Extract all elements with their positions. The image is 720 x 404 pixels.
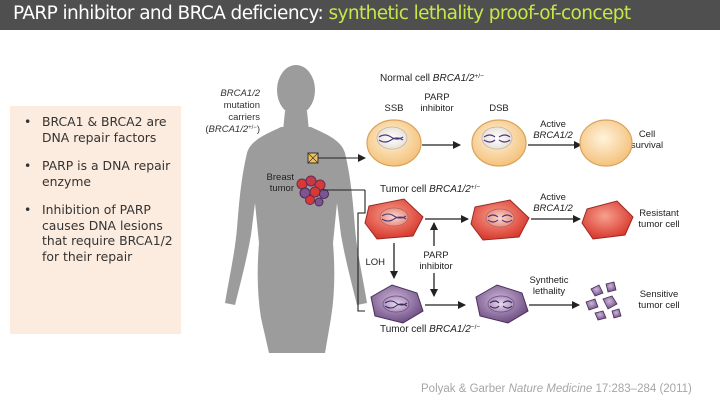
bullet-panel: • BRCA1 & BRCA2 are DNA repair factors • P… xyxy=(10,106,181,334)
dsb-label: DSB xyxy=(489,103,509,114)
cell-survival-label: Cell survival xyxy=(631,129,663,151)
svg-text:PARP: PARP xyxy=(424,92,449,103)
citation-ref: 17:283–284 (2011) xyxy=(592,383,692,395)
normal-cell-2 xyxy=(471,119,527,167)
bullet-dot: • xyxy=(24,114,32,129)
sensitive-cell-2 xyxy=(475,284,529,324)
bullet-list: • BRCA1 & BRCA2 are DNA repair factors • P… xyxy=(10,114,181,277)
sensitive-cell-1 xyxy=(370,284,424,324)
active-label-normal: Active BRCA1/2 xyxy=(533,119,573,141)
svg-text:inhibitor: inhibitor xyxy=(420,103,453,114)
tumor-cell-2 xyxy=(470,199,530,241)
slide-title: PARP inhibitor and BRCA deficiency: synt… xyxy=(13,3,631,24)
bullet-item: • PARP is a DNA repair enzyme xyxy=(10,158,181,189)
svg-text:tumor: tumor xyxy=(270,183,294,194)
ssb-label: SSB xyxy=(384,103,403,114)
bullet-item: • Inhibition of PARP causes DNA lesions t… xyxy=(10,202,181,264)
citation-journal: Nature Medicine xyxy=(508,383,593,395)
normal-row-title: Normal cell BRCA1/2+/− xyxy=(380,73,484,84)
breast-tumor-label: Breast tumor xyxy=(267,172,295,194)
connector-lines xyxy=(318,154,366,312)
breast-tumor-cluster xyxy=(296,175,329,207)
loh-label: LOH xyxy=(365,257,385,268)
svg-text:PARP: PARP xyxy=(423,250,448,261)
svg-text:BRCA1/2: BRCA1/2 xyxy=(220,88,260,99)
svg-text:tumor cell: tumor cell xyxy=(638,300,679,311)
svg-text:tumor cell: tumor cell xyxy=(638,219,679,230)
resistant-tumor-cell xyxy=(581,200,634,240)
svg-text:BRCA1/2: BRCA1/2 xyxy=(533,130,573,141)
citation-authors: Polyak & Garber xyxy=(421,383,509,395)
resistant-tumor-label: Resistant tumor cell xyxy=(638,208,679,230)
parp-label-normal: PARP inhibitor xyxy=(420,92,453,114)
svg-text:Synthetic: Synthetic xyxy=(529,275,568,286)
citation: Polyak & Garber Nature Medicine 17:283–2… xyxy=(421,383,692,395)
svg-text:survival: survival xyxy=(631,140,663,151)
svg-text:carriers: carriers xyxy=(228,112,260,123)
title-bar: PARP inhibitor and BRCA deficiency: synt… xyxy=(0,0,720,30)
svg-text:Active: Active xyxy=(540,119,566,130)
synthetic-lethality-label: Synthetic lethality xyxy=(529,275,568,297)
parp-label-middle: PARP inhibitor xyxy=(419,250,452,272)
svg-text:(BRCA1/2+/−): (BRCA1/2+/−) xyxy=(205,124,260,135)
svg-text:Resistant: Resistant xyxy=(639,208,679,219)
active-label-tumor: Active BRCA1/2 xyxy=(533,192,573,214)
bullet-text: Inhibition of PARP causes DNA lesions th… xyxy=(42,202,173,264)
title-highlight: synthetic lethality proof-of-concept xyxy=(328,3,631,24)
svg-text:mutation: mutation xyxy=(224,100,260,111)
synthetic-lethality-figure: BRCA1/2 mutation carriers (BRCA1/2+/−) B… xyxy=(205,65,680,353)
bullet-dot: • xyxy=(24,158,32,173)
svg-text:inhibitor: inhibitor xyxy=(419,261,452,272)
bullet-text: PARP is a DNA repair enzyme xyxy=(42,158,171,189)
sensitive-row-title: Tumor cell BRCA1/2−/− xyxy=(380,324,480,335)
svg-text:Breast: Breast xyxy=(267,172,295,183)
svg-text:Active: Active xyxy=(540,192,566,203)
carriers-label: BRCA1/2 mutation carriers (BRCA1/2+/−) xyxy=(205,88,260,135)
human-silhouette xyxy=(225,65,367,353)
sensitive-tumor-label: Sensitive tumor cell xyxy=(638,289,679,311)
svg-text:lethality: lethality xyxy=(533,286,565,297)
svg-text:Cell: Cell xyxy=(639,129,655,140)
dead-cell-fragments xyxy=(585,281,622,321)
bullet-dot: • xyxy=(24,202,32,217)
tumor-row-title: Tumor cell BRCA1/2+/− xyxy=(380,184,480,195)
normal-cell-1 xyxy=(366,119,422,167)
surviving-cell xyxy=(579,119,633,167)
bullet-text: BRCA1 & BRCA2 are DNA repair factors xyxy=(42,114,167,145)
svg-text:Sensitive: Sensitive xyxy=(640,289,679,300)
svg-text:BRCA1/2: BRCA1/2 xyxy=(533,203,573,214)
tumor-cell-1 xyxy=(364,198,424,240)
title-main: PARP inhibitor and BRCA deficiency: xyxy=(13,3,329,24)
bullet-item: • BRCA1 & BRCA2 are DNA repair factors xyxy=(10,114,181,145)
